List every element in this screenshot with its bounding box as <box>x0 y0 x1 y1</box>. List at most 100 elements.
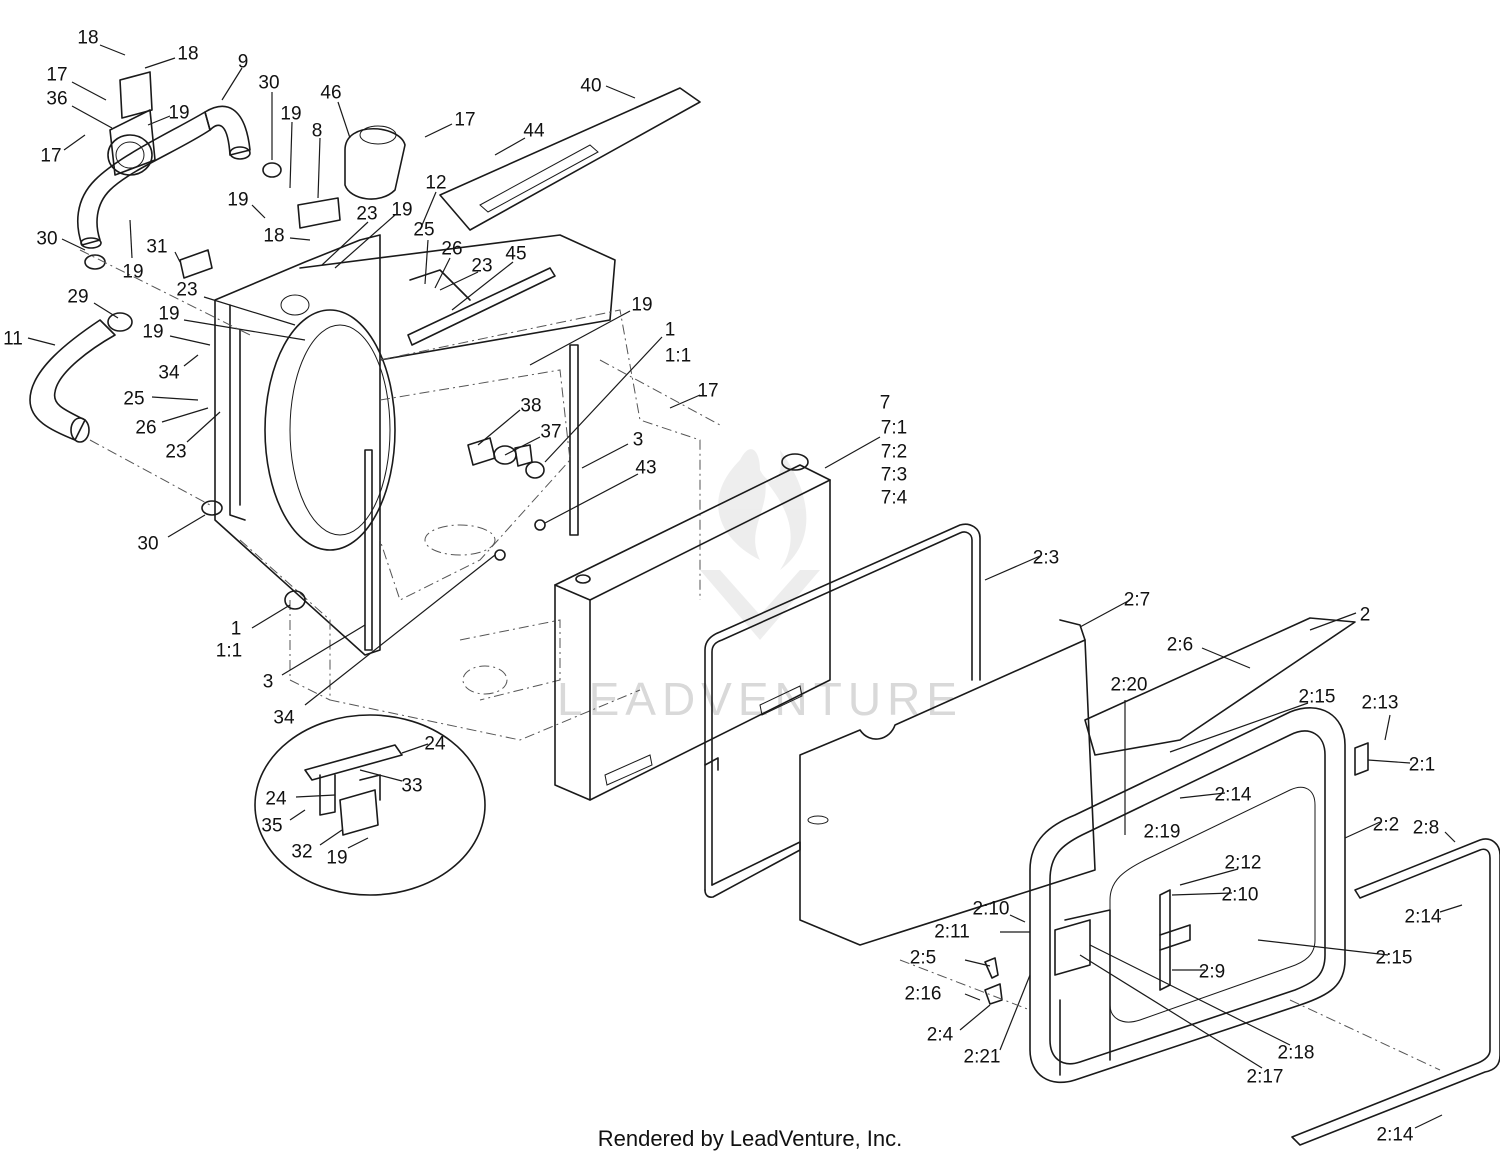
callout-label: 24 <box>265 789 287 810</box>
callout-label: 35 <box>261 816 282 837</box>
top-plate <box>1084 617 1356 756</box>
callout-label: 2:7 <box>1124 590 1150 611</box>
callout-label: 18 <box>263 226 284 247</box>
callout-label: 31 <box>146 237 167 258</box>
callout-label: 2:5 <box>910 948 936 969</box>
callout-label: 23 <box>176 280 197 301</box>
callout-label: 1:1 <box>665 346 691 367</box>
callout-label: 33 <box>401 776 422 797</box>
callout-label: 12 <box>425 173 446 194</box>
callout-label: 34 <box>273 708 295 729</box>
callout-label: 18 <box>77 28 98 49</box>
callout-label: 2:18 <box>1278 1043 1315 1064</box>
callout-label: 3 <box>633 430 644 451</box>
callout-label: 17 <box>697 381 718 402</box>
radiator <box>554 453 831 801</box>
callout-label: 19 <box>227 190 248 211</box>
callout-label: 38 <box>520 396 541 417</box>
callout-label: 2:15 <box>1299 687 1336 708</box>
callout-label: 32 <box>291 842 312 863</box>
callout-label: 2:6 <box>1167 635 1193 656</box>
callout-label: 7:4 <box>881 488 908 509</box>
callout-label: 19 <box>142 322 163 343</box>
detail-inset <box>254 714 486 896</box>
callout-label: 11 <box>3 329 23 350</box>
callout-label: 9 <box>238 52 249 73</box>
callout-label: 2:10 <box>1222 885 1259 906</box>
callout-label: 40 <box>580 76 601 97</box>
callout-label: 1:1 <box>216 641 242 662</box>
callout-label: 2 <box>1360 605 1371 626</box>
side-panel <box>799 619 1096 946</box>
door-frame <box>1029 707 1346 1084</box>
callout-label: 2:1 <box>1409 755 1435 776</box>
callout-label: 7:1 <box>881 418 907 439</box>
callout-label: 26 <box>441 239 462 260</box>
rendered-by-footer: Rendered by LeadVenture, Inc. <box>597 1126 903 1151</box>
callout-label: 2:14 <box>1215 785 1252 806</box>
leader-lines <box>27 44 1463 1129</box>
frame-strip <box>1291 838 1500 1146</box>
callout-label: 30 <box>258 73 279 94</box>
upper-hose-assembly <box>77 71 282 270</box>
callout-label: 19 <box>168 103 189 124</box>
callout-label: 3 <box>263 672 274 693</box>
callout-label: 25 <box>413 220 434 241</box>
callout-label: 23 <box>356 204 377 225</box>
callout-label: 19 <box>280 104 301 125</box>
callout-label: 17 <box>46 65 67 86</box>
callout-label: 19 <box>122 262 143 283</box>
hinge <box>1354 742 1369 776</box>
watermark-logo <box>700 449 820 640</box>
callout-label: 2:12 <box>1225 853 1262 874</box>
callout-label: 17 <box>454 110 475 131</box>
callout-label: 2:13 <box>1362 693 1399 714</box>
callout-label: 25 <box>123 389 144 410</box>
callout-label: 2:20 <box>1111 675 1148 696</box>
callout-label: 7:2 <box>881 442 907 463</box>
callout-label: 34 <box>158 363 180 384</box>
callout-label: 19 <box>326 848 347 869</box>
callout-label: 2:4 <box>927 1025 954 1046</box>
callout-label: 2:21 <box>964 1047 1001 1068</box>
callout-label: 17 <box>40 146 61 167</box>
callout-label: 2:17 <box>1247 1067 1284 1088</box>
callout-label: 7 <box>880 393 891 414</box>
callout-label: 2:9 <box>1199 962 1225 983</box>
callout-label: 2:3 <box>1033 548 1059 569</box>
latch <box>984 957 1003 1005</box>
callout-label: 36 <box>46 89 67 110</box>
assembly-lines <box>79 249 1441 1071</box>
callout-label: 19 <box>391 200 412 221</box>
callout-label: 2:19 <box>1144 822 1181 843</box>
main-frame <box>214 234 701 741</box>
callout-label: 43 <box>635 458 656 479</box>
callout-label: 29 <box>67 287 88 308</box>
top-parts <box>179 87 701 346</box>
callout-label: 2:10 <box>973 899 1010 920</box>
callout-label: 7:3 <box>881 465 907 486</box>
callout-label: 1 <box>665 320 676 341</box>
callout-label: 37 <box>540 422 561 443</box>
callout-label: 2:2 <box>1373 815 1399 836</box>
callout-label: 18 <box>177 44 198 65</box>
seal <box>704 523 981 898</box>
callout-label: 2:11 <box>934 922 970 943</box>
callout-label: 2:15 <box>1376 948 1413 969</box>
fittings <box>284 437 546 610</box>
callout-label: 2:8 <box>1413 818 1439 839</box>
callout-label: 30 <box>36 229 57 250</box>
callout-label: 24 <box>424 734 446 755</box>
callout-label: 8 <box>312 121 323 142</box>
callout-label: 2:14 <box>1377 1125 1414 1146</box>
callout-label: 19 <box>631 295 652 316</box>
callout-label: 46 <box>320 83 341 104</box>
callout-label: 26 <box>135 418 156 439</box>
callout-label: 19 <box>158 304 179 325</box>
callout-label: 23 <box>165 442 186 463</box>
callout-label: 45 <box>505 244 526 265</box>
callout-label: 1 <box>231 619 242 640</box>
callout-label: 30 <box>137 534 158 555</box>
